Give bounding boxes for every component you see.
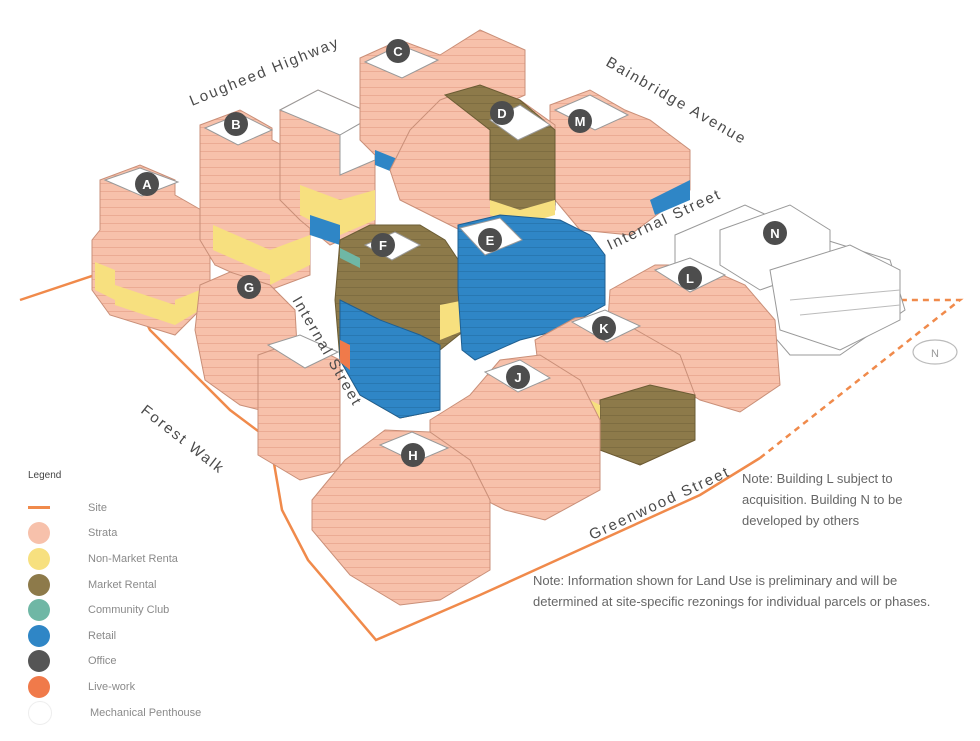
building-label-j[interactable]: J	[506, 365, 530, 389]
svg-text:H: H	[408, 448, 417, 463]
svg-text:K: K	[599, 321, 609, 336]
building-label-d[interactable]: D	[490, 101, 514, 125]
market-rental-swatch	[28, 573, 50, 596]
legend-item-market-rental: Market Rental	[28, 572, 258, 598]
legend-title: Legend	[28, 470, 62, 481]
building-label-n[interactable]: N	[763, 221, 787, 245]
legend-item-non-market: Non-Market Renta	[28, 546, 258, 572]
svg-text:G: G	[244, 280, 254, 295]
svg-text:C: C	[393, 44, 403, 59]
legend-item-site: Site	[28, 495, 258, 521]
office-swatch	[28, 650, 50, 673]
svg-text:N: N	[931, 348, 939, 360]
legend-item-mechanical-penthouse: Mechanical Penthouse	[28, 700, 258, 726]
site-line-swatch	[28, 506, 50, 510]
svg-text:A: A	[142, 177, 152, 192]
building-a-massing	[91, 164, 211, 336]
note-land-use-preliminary: Note: Information shown for Land Use is …	[533, 573, 931, 609]
building-label-c[interactable]: C	[386, 39, 410, 63]
legend: Legend Site Strata Non-Market Renta Mark…	[28, 470, 258, 725]
strata-swatch	[28, 522, 50, 545]
legend-item-office: Office	[28, 649, 258, 675]
building-f-massing	[334, 224, 466, 419]
street-label-greenwood: Greenwood Street	[587, 463, 734, 543]
retail-swatch	[28, 624, 50, 647]
legend-item-strata: Strata	[28, 521, 258, 547]
svg-text:D: D	[497, 106, 506, 121]
building-label-l[interactable]: L	[678, 266, 702, 290]
legend-item-live-work: Live-work	[28, 674, 258, 700]
legend-item-community-club: Community Club	[28, 597, 258, 623]
building-label-m[interactable]: M	[568, 109, 592, 133]
non-market-swatch	[28, 547, 50, 570]
building-label-a[interactable]: A	[135, 172, 159, 196]
mechanical-penthouse-swatch	[28, 700, 52, 725]
legend-item-retail: Retail	[28, 623, 258, 649]
svg-text:N: N	[770, 226, 779, 241]
building-g-massing	[194, 271, 341, 481]
building-label-h[interactable]: H	[401, 443, 425, 467]
svg-text:E: E	[486, 233, 495, 248]
note-building-l-acquisition: Note: Building L subject to acquisition.…	[742, 471, 903, 528]
building-label-b[interactable]: B	[224, 112, 248, 136]
building-label-g[interactable]: G	[237, 275, 261, 299]
building-label-k[interactable]: K	[592, 316, 616, 340]
building-d-massing	[389, 84, 556, 236]
street-label-forest: Forest Walk	[138, 402, 228, 478]
building-n-massing	[674, 204, 906, 356]
community-club-swatch	[28, 599, 50, 622]
svg-text:B: B	[231, 117, 240, 132]
live-work-swatch	[28, 675, 50, 698]
svg-text:L: L	[686, 271, 694, 286]
north-arrow-icon: N	[912, 339, 958, 365]
svg-text:M: M	[575, 114, 586, 129]
svg-text:F: F	[379, 238, 387, 253]
svg-text:J: J	[514, 370, 521, 385]
building-label-e[interactable]: E	[478, 228, 502, 252]
building-label-f[interactable]: F	[371, 233, 395, 257]
